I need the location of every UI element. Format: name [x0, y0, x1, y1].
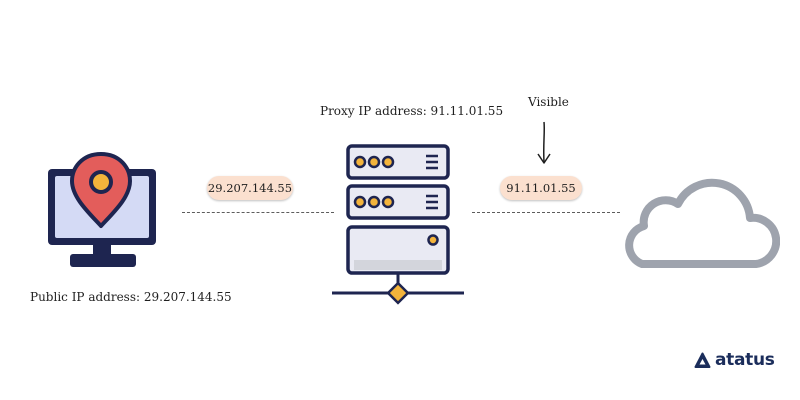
down-arrow-icon	[537, 121, 551, 164]
brand-name: atatus	[715, 350, 775, 370]
computer-monitor-icon	[48, 152, 156, 267]
location-pin-icon	[70, 152, 132, 228]
server-rack-icon	[332, 144, 464, 305]
public-ip-caption: Public IP address: 29.207.144.55	[30, 290, 232, 304]
client-proxy-connection	[182, 212, 334, 213]
proxy-ip-badge: 91.11.01.55	[500, 176, 582, 200]
cloud-icon	[625, 178, 780, 268]
brand-logo: atatus	[694, 350, 775, 370]
proxy-cloud-connection	[472, 212, 620, 213]
network-node-icon	[386, 281, 410, 305]
client-ip-badge: 29.207.144.55	[207, 176, 293, 200]
atatus-logo-icon	[694, 352, 711, 368]
visible-annotation: Visible	[528, 95, 569, 109]
proxy-ip-caption: Proxy IP address: 91.11.01.55	[320, 104, 504, 118]
